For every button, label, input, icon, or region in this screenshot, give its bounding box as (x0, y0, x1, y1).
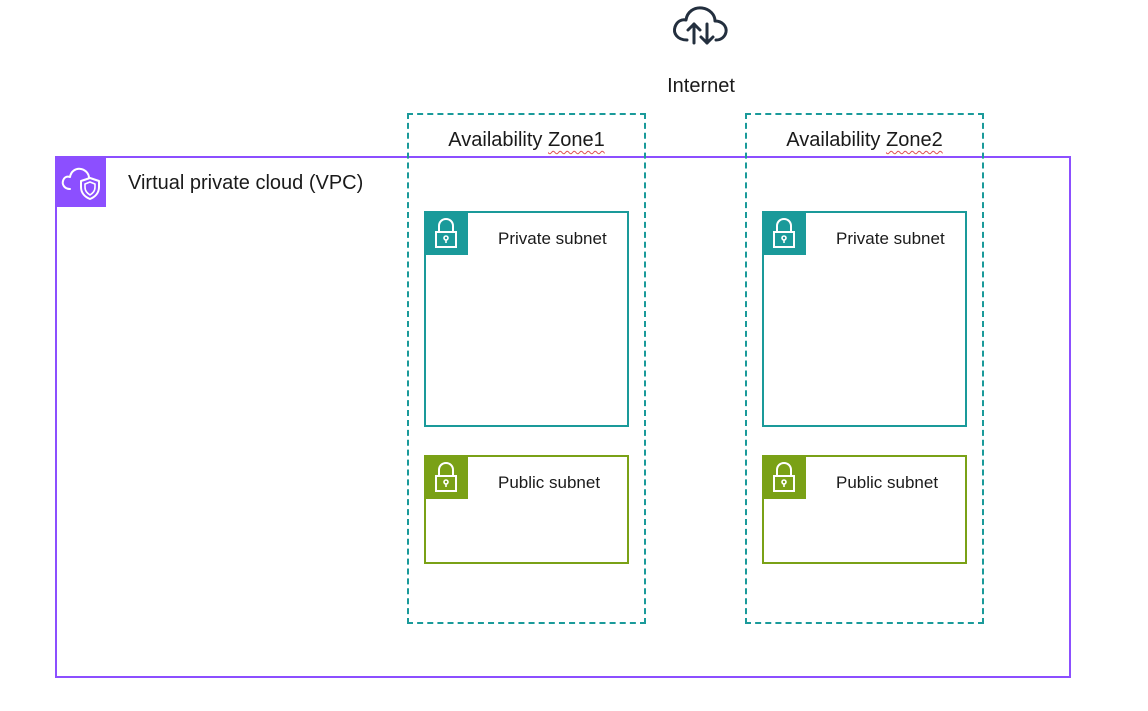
az2-private-subnet-label: Private subnet (836, 229, 945, 248)
vpc-cloud-shield-icon (55, 156, 106, 207)
az2-public-subnet: Public subnet (762, 455, 967, 564)
az2-private-subnet-lock-icon (762, 211, 806, 255)
az2-public-subnet-label: Public subnet (836, 473, 939, 492)
az1-public-subnet-label: Public subnet (498, 473, 601, 492)
az1-private-subnet-lock-icon (424, 211, 468, 255)
vpc-label: Virtual private cloud (VPC) (128, 172, 364, 194)
az2-private-subnet: Private subnet (762, 211, 967, 427)
az2-public-subnet-lock-icon (762, 455, 806, 499)
az1-private-subnet-label: Private subnet (498, 229, 607, 248)
az1-private-subnet: Private subnet (424, 211, 629, 427)
az1-public-subnet: Public subnet (424, 455, 629, 564)
az1-public-subnet-lock-icon (424, 455, 468, 499)
internet-label: Internet (667, 75, 735, 97)
availability-zone-2-label: Availability Zone2 (747, 129, 982, 152)
availability-zone-2-label-text: Availability Zone2 (786, 129, 943, 151)
availability-zone-1-label-text: Availability Zone1 (448, 129, 605, 151)
availability-zone-2: Availability Zone2 (745, 113, 984, 624)
vpc-container (55, 156, 1071, 678)
availability-zone-1: Availability Zone1 (407, 113, 646, 624)
availability-zone-1-label: Availability Zone1 (409, 129, 644, 152)
internet-cloud-icon (669, 2, 733, 46)
